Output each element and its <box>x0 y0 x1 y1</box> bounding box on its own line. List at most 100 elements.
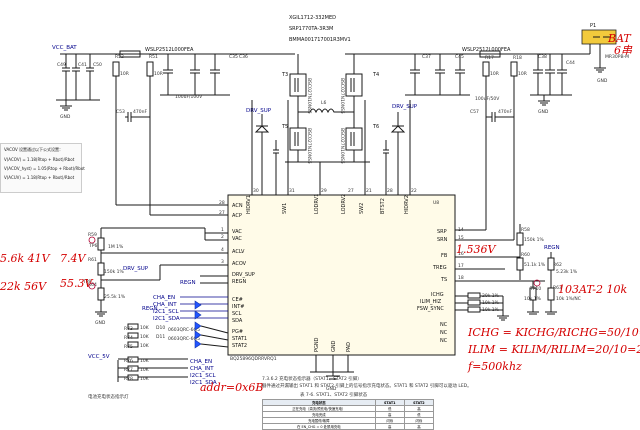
pinnum-acp: 27 <box>219 210 225 216</box>
pin-pgnd: PGND <box>314 337 320 352</box>
vcc-bat-label: VCC_BAT <box>52 45 77 51</box>
note-in-low-2: 7.4V <box>60 252 86 265</box>
pinnum-acn: 28 <box>219 200 225 206</box>
pin-hidrv2: HIDRV2 <box>404 195 410 214</box>
bottom-pins: PGND GND PAD <box>314 337 352 352</box>
vacov-note: VACOV 设置通过以下公式设置： V(ACOV) = 1.18(Rtop + … <box>0 143 85 193</box>
c57-label: C57 <box>470 109 479 115</box>
pin-aclv: ACLV <box>232 249 245 255</box>
regn-net: REGN <box>142 306 158 312</box>
c41-label: C41 <box>78 62 87 68</box>
pinnum-srp: 14 <box>458 227 464 233</box>
pinnum-31: 31 <box>289 188 295 194</box>
t5-label: T5 <box>281 124 288 130</box>
led-part-1: 0603QRC-6Q5 <box>168 327 200 333</box>
chip-ref: U8 <box>433 200 439 206</box>
status-leds <box>194 300 202 349</box>
rsense-in-label: WSLP2512L000FEA <box>145 47 194 53</box>
pinnum-fb: 16 <box>458 251 464 257</box>
left-pins: ACN ACP VAC VAC ACLV ACOV DRV_SUP REGN C… <box>219 200 255 349</box>
tp10-label: TP10 <box>529 286 541 292</box>
r66 <box>467 292 481 299</box>
bat-annotation: BAT <box>607 32 632 45</box>
r63-label: R63 <box>553 285 562 291</box>
pin-lodrv2: LODRV2 <box>341 194 347 214</box>
r61-label: R61 <box>88 257 97 263</box>
r76-value: 10K <box>140 358 150 364</box>
r73-value: 10K <box>140 325 150 331</box>
table-cell: 高 <box>403 423 435 430</box>
note-fsw: f=500khz <box>467 360 522 373</box>
c35-label: C35 <box>229 54 238 60</box>
drv-sup-label-left: DRV_SUP <box>246 108 272 114</box>
pinnum-srn: 15 <box>458 235 464 241</box>
t5-part: BSC027N10NS5 <box>306 128 312 164</box>
bat-cells-annotation: 6串 <box>614 44 633 57</box>
c38-label: C38 <box>538 54 547 60</box>
note-addr: addr=0x6B <box>200 381 263 394</box>
led-caption: 电池充电状态指示灯 <box>88 393 129 400</box>
r59 <box>97 237 105 251</box>
gnd-label-div: GND <box>95 320 106 326</box>
pinnum-29: 29 <box>321 188 327 194</box>
mosfet-t5 <box>289 127 307 151</box>
pinnum-ts: 18 <box>458 275 464 281</box>
led-d11-label: D11 <box>156 334 165 340</box>
r73-label: R73 <box>124 326 133 332</box>
cha-en-net: CHA_EN <box>153 295 175 301</box>
doc-section: 7.3.6.2 充电状态指示器（STAT1、STAT2 引脚） <box>262 375 362 382</box>
charger-ic <box>227 194 456 356</box>
r68 <box>467 306 481 313</box>
t6-label: T6 <box>372 124 379 130</box>
pin-btst2: BTST2 <box>380 198 386 214</box>
r65-value: 10k 1% <box>524 296 542 302</box>
pin-ts: TS <box>440 277 447 283</box>
pinnum-aclv: 4 <box>221 247 224 253</box>
r64-value: 25.5k 1% <box>104 294 126 300</box>
pin-nc-3: NC <box>440 338 448 344</box>
vacov-note-title: VACOV 设置通过以下公式设置： <box>4 147 64 152</box>
r58-label: R58 <box>521 227 530 233</box>
pin-regn: REGN <box>232 279 247 285</box>
r60-value: 51.1k 1% <box>524 262 546 268</box>
ground-symbol-p1 <box>594 64 606 73</box>
vacov-eq-2: V(ACOV_hyst) = 1.05(Rtop + Rbot)/Rbot <box>4 166 85 171</box>
rsense-in <box>119 50 141 58</box>
i2c-sda-net: I2C1_SDA <box>153 316 180 322</box>
p1-part: MR30PB-M <box>605 54 629 60</box>
r75 <box>127 341 139 348</box>
pin-srp: SRP <box>437 229 447 235</box>
c50-label: C50 <box>93 62 102 68</box>
pin-vac-1: VAC <box>232 229 242 235</box>
pin-nc-1: NC <box>440 322 448 328</box>
pin-fb: FB <box>441 253 448 259</box>
pin-stat1: STAT1 <box>232 336 247 342</box>
r61-value: 150k 1% <box>104 269 124 275</box>
r17-value: 10R <box>490 71 499 77</box>
i2c-scl-net-2: I2C1_SCL <box>190 373 217 379</box>
table-row: 在 EN_CHG = 0 处禁用充电 高 高 <box>262 423 435 430</box>
vacov-eq-1: V(ACOV) = 1.18(Rtop + Rbot)/Rbot <box>4 157 75 162</box>
i2c-sda-net-2: I2C1_SDA <box>190 380 217 386</box>
r73 <box>127 323 139 330</box>
pin-nc-2: NC <box>440 330 448 336</box>
tp10-marker <box>533 279 541 287</box>
c57-value: 470nF <box>498 109 512 115</box>
r64-label: R64 <box>88 282 97 288</box>
pin-vac-2: VAC <box>232 236 242 242</box>
note-ts-part: 103AT-2 10k <box>558 283 627 296</box>
note-in-high: 22k 56V <box>0 280 47 293</box>
r17 <box>482 61 490 77</box>
c44-label: C44 <box>566 60 575 66</box>
tp6-marker <box>88 236 96 244</box>
diode-left <box>254 125 270 133</box>
pinnum-27: 27 <box>348 188 354 194</box>
pinnum-30: 30 <box>253 188 259 194</box>
r58-value: 150k 1% <box>524 237 544 243</box>
r74-label: R74 <box>124 335 133 341</box>
r51-value: 10R <box>154 71 163 77</box>
r67 <box>467 299 481 306</box>
r18-label: R18 <box>513 55 522 61</box>
led-part-2: 0603QRC-6Q5 <box>168 336 200 342</box>
